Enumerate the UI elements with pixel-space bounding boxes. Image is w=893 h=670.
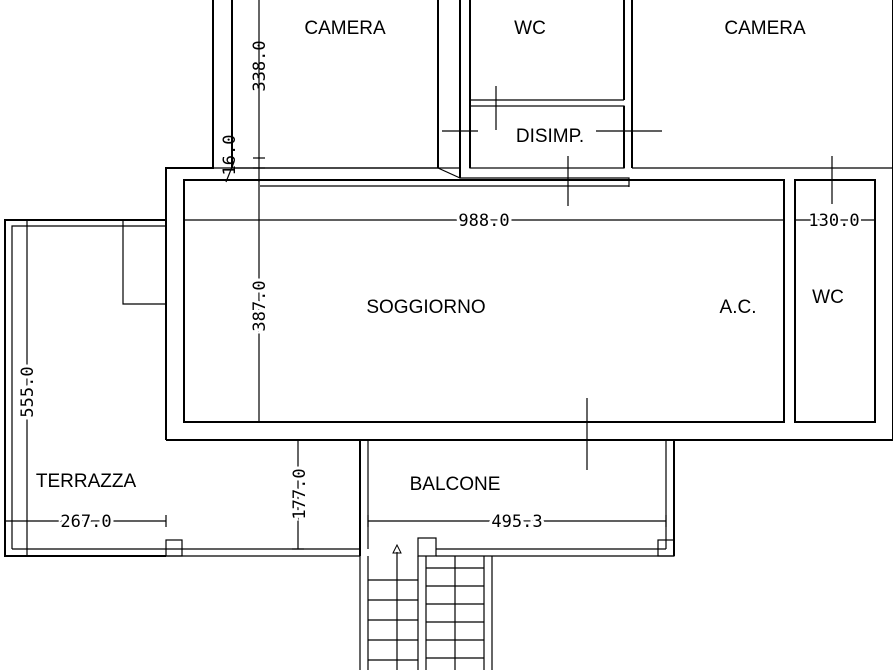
balcone-walls (359, 440, 675, 557)
room-label-ac: A.C. (720, 297, 757, 318)
dim-label-988: 988.0 (458, 211, 509, 231)
dim-label-555: 555.0 (18, 366, 38, 417)
dim-label-267: 267.0 (60, 512, 111, 532)
room-label-balcone: BALCONE (410, 474, 501, 495)
dim-label-387: 387.0 (250, 280, 270, 331)
soggiorno-walls (166, 167, 893, 441)
stair-arrow-icon (392, 543, 402, 554)
room-label-soggiorno: SOGGIORNO (366, 297, 485, 318)
dim-label-338: 338.0 (250, 40, 270, 91)
dim-label-16: 16.0 (220, 135, 240, 176)
room-label-terrazza: TERRAZZA (36, 471, 137, 492)
room-label-camera-left: CAMERA (304, 18, 386, 39)
dim-label-495: 495.3 (491, 512, 542, 532)
dim-label-130: 130.0 (808, 211, 859, 231)
dimension-lines (4, 0, 875, 556)
room-label-disimp: DISIMP. (516, 126, 584, 147)
dim-label-177: 177.0 (290, 468, 310, 519)
stairs (359, 543, 493, 670)
room-label-wc-right: WC (812, 287, 844, 308)
room-label-camera-right: CAMERA (724, 18, 806, 39)
room-label-wc-top: WC (514, 18, 546, 39)
